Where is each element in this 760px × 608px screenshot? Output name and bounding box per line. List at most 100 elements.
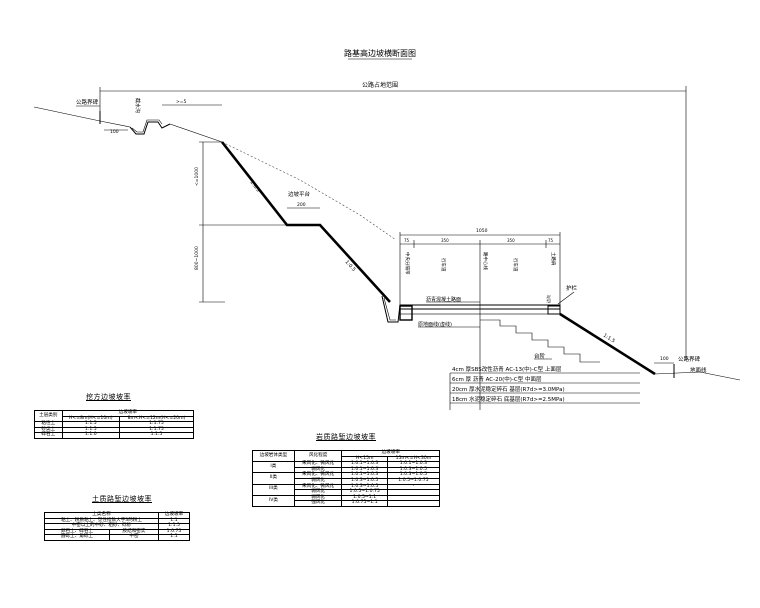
dim-100-right: 100 <box>660 356 669 362</box>
cell: 1:0.3~1:0.5 <box>341 478 388 485</box>
lane-label-4: 土路肩 <box>550 252 557 266</box>
boundary-right-label: 公路界碑 <box>678 355 701 363</box>
cell: 1:1.5 <box>118 432 195 439</box>
rock-slope-table: 边坡岩体类型 风化程度 边坡坡率 H<15m 15m<=H<30m I类未风化、… <box>252 449 441 507</box>
cell: 碎石土 <box>34 432 63 439</box>
cell: 1:0.1~1:0.3 <box>341 466 388 474</box>
cell: 1:1.5 <box>61 421 120 428</box>
fill-table-title: 土质路堑边坡坡率 <box>92 495 152 503</box>
cell: I类 <box>252 461 295 474</box>
cut-slope <box>220 141 391 303</box>
ditch-label: 截水沟 <box>134 98 141 113</box>
platform-width: 200 <box>297 202 306 208</box>
lane-label-3: 行车道 <box>512 258 519 272</box>
side-ditch-inner <box>383 297 396 321</box>
natural-ground-left <box>33 106 131 128</box>
dim-100-left: 100 <box>110 129 119 135</box>
cell: 1:0.1~1:0.3 <box>386 461 441 468</box>
pavement-label: 沥青混凝土路面 <box>426 296 461 303</box>
pavement-layer-2: 6cm 厚 沥青 AC-20(中)-C型 中面层 <box>452 375 542 383</box>
cell: 1:0.5~1:1 <box>341 494 388 502</box>
original-ground-dashed <box>221 141 397 241</box>
curb-label: 边沟 <box>545 295 551 303</box>
pavement-layer-1: 4cm 厚SBS改性沥青 AC-13(中)-C型 上面层 <box>452 365 562 373</box>
roadway-width: 1050 <box>476 228 488 234</box>
road-width-label: 公路占地范围 <box>362 81 398 89</box>
boundary-left-label: 公路界碑 <box>76 98 99 106</box>
cell: III类 <box>252 483 295 496</box>
intercepting-ditch-lining <box>131 119 163 133</box>
cell: 1:0.3~1:0.5 <box>386 472 441 479</box>
cut-table-h1: 边坡坡率 <box>61 410 195 417</box>
rock-table-h4: 15m<=H<30m <box>386 455 441 463</box>
rock-table-h2: 边坡坡率 <box>341 450 440 457</box>
cell: 1:0.5~1:0.75 <box>341 489 388 496</box>
cell: 1:0.5~1:0.75 <box>386 478 441 485</box>
cell: 1:0.3~1:0.5 <box>386 466 441 474</box>
lane-label-0: 中央分隔带 <box>404 252 411 275</box>
dim-350b: 350 <box>507 238 515 243</box>
ground-line-label: 地面线 <box>690 366 707 374</box>
cut-table-h2: H<=8m(H<=10m) <box>61 415 120 423</box>
fill-slope-label: 1:1.5 <box>602 333 616 345</box>
cell: 1:1.0 <box>61 432 120 439</box>
cut-slope-table: 土层类别 边坡坡率 H<=8m(H<=10m) 8m<H<=12m(H<=20m… <box>34 409 195 439</box>
rock-table-h0: 边坡岩体类型 <box>252 449 295 463</box>
cell: - <box>386 483 441 491</box>
cell <box>386 494 441 502</box>
natural-ground-right <box>654 371 741 381</box>
cut-table-header-row1: 土层类别 边坡坡率 <box>34 409 195 423</box>
curb-left <box>399 305 413 321</box>
cut-table-h3: 8m<H<=12m(H<=20m) <box>118 415 195 423</box>
pavement-layer-3: 20cm 厚水泥稳定碎石 基层(R7d>=3.0MPa) <box>452 385 565 393</box>
cell <box>386 500 441 507</box>
ground-to-crest <box>169 123 223 143</box>
dim-75a: 75 <box>404 238 410 243</box>
cell: 圆砾土、角砾土 <box>43 534 111 541</box>
bench-label: 台阶 <box>534 352 546 360</box>
edge-stone-label: 护栏 <box>566 284 578 292</box>
rock-table-header-row1: 边坡岩体类型 风化程度 边坡坡率 <box>252 449 440 463</box>
platform-label: 边坡平台 <box>288 190 311 198</box>
side-ditch <box>381 295 401 323</box>
lane-label-1: 行车道 <box>440 258 447 272</box>
edge-stone-leader <box>557 291 575 305</box>
cut-table-header-row2: H<=8m(H<=10m) 8m<H<=12m(H<=20m) <box>35 415 195 423</box>
cut-table-h0: 土层类别 <box>34 409 63 423</box>
cell: II类 <box>252 472 295 485</box>
cell: 1:0.1~1:0.3 <box>341 472 388 479</box>
cut-table-title: 挖方边坡坡率 <box>86 393 131 401</box>
cell: 1:0.3~1:0.5 <box>341 483 388 491</box>
curb-right <box>547 305 561 315</box>
cell: 1:1 <box>157 534 191 541</box>
intercepting-ditch <box>129 121 171 135</box>
height-upper-label: <=1000 <box>194 167 200 186</box>
cell: 1:1.75 <box>118 426 195 434</box>
rock-table-header-row2: H<15m 15m<=H<30m <box>253 455 441 463</box>
drawing-title: 路基高边坡横断面图 <box>344 48 416 58</box>
dim-75b: 75 <box>548 238 554 243</box>
fill-slope <box>559 312 656 376</box>
subgrade-label: 原地面线(虚线) <box>418 321 452 328</box>
dim-350a: 350 <box>441 238 449 243</box>
dim-ge5: >=5 <box>176 99 187 105</box>
cell: 1:1.75 <box>118 421 195 428</box>
rock-table-h3: H<15m <box>341 455 388 463</box>
cell <box>386 489 441 496</box>
benches <box>480 319 600 363</box>
cell: 强风化 <box>293 500 343 507</box>
cell: 1:1.5 <box>61 426 120 434</box>
cell: 1:0.75~1:1 <box>341 500 388 507</box>
rock-table-h1: 风化程度 <box>293 449 343 463</box>
